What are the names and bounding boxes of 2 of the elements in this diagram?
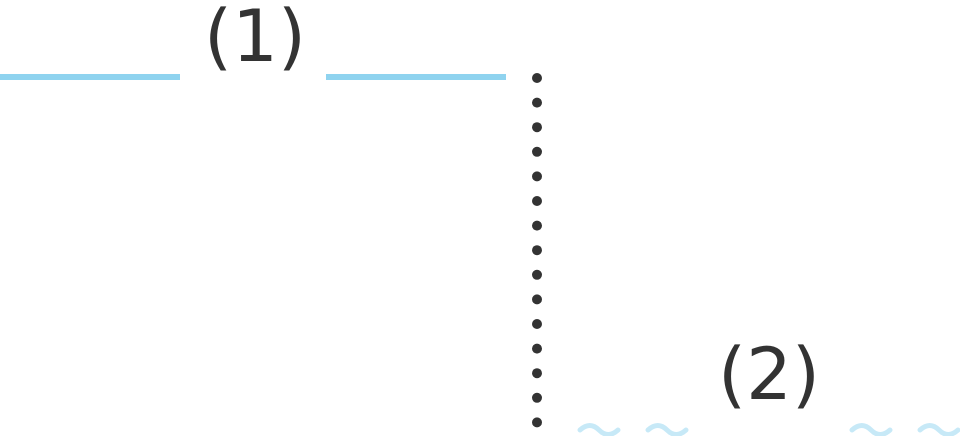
part-label: (1) — [204, 0, 306, 72]
part-label: (2) — [718, 338, 820, 410]
